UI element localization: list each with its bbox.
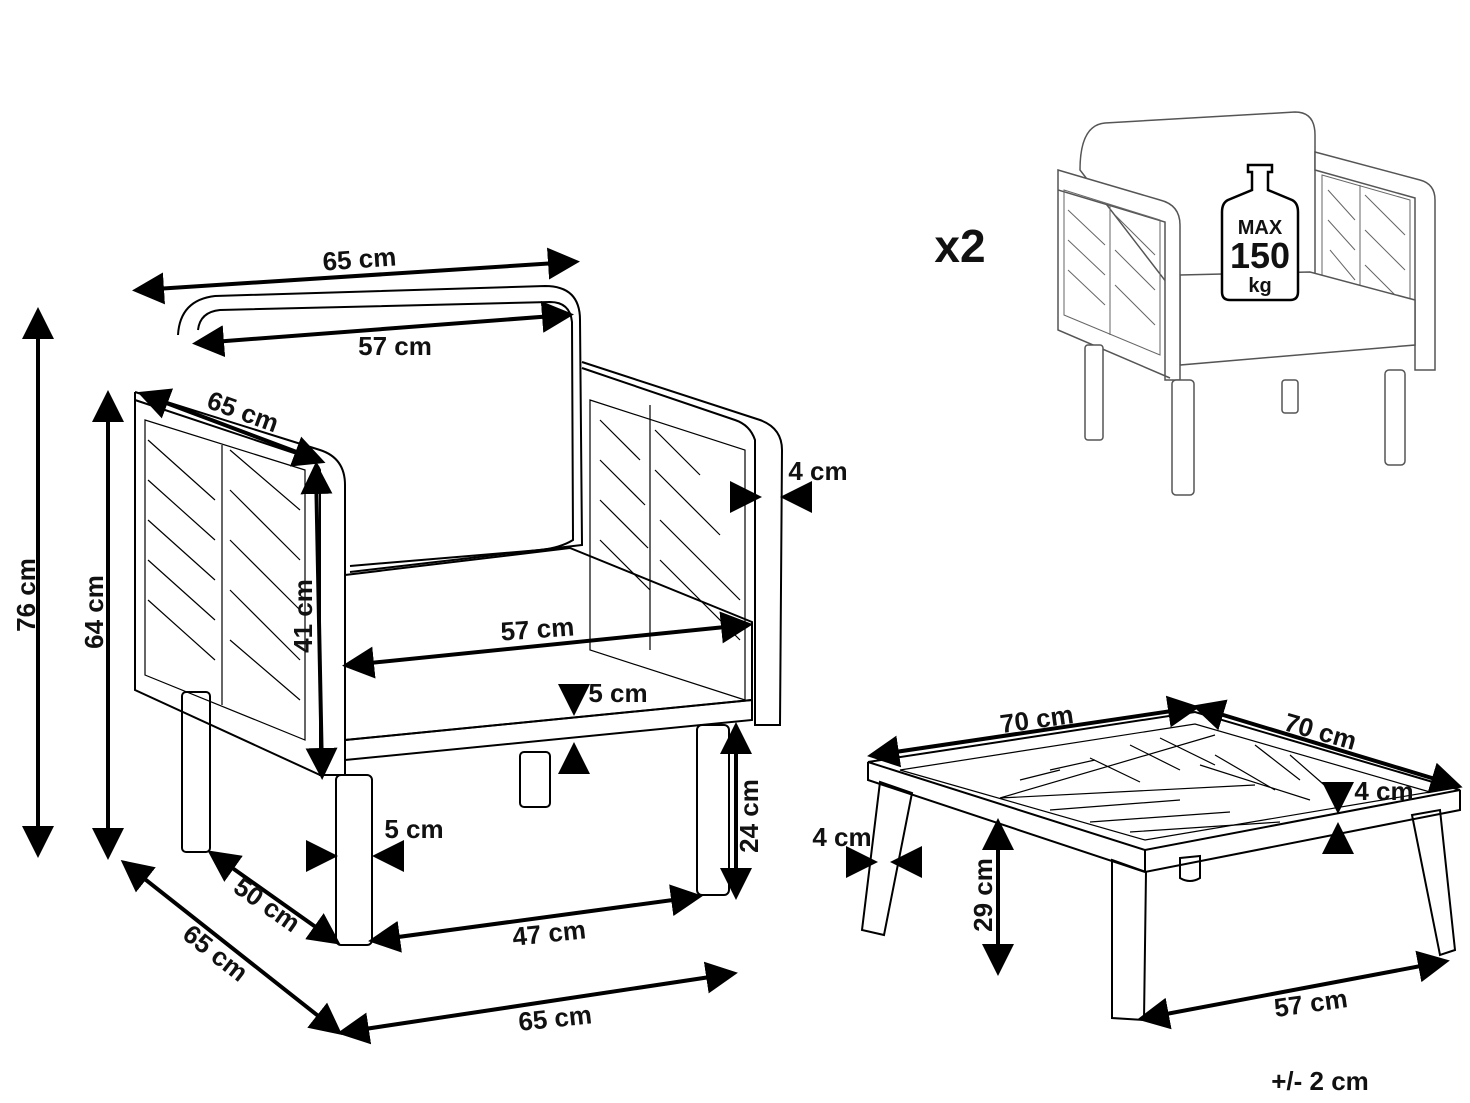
left-arm-inlay bbox=[144, 419, 306, 741]
left-arm-panel bbox=[134, 392, 321, 776]
label-table-height: 29 cm bbox=[968, 858, 998, 932]
leg-front-right bbox=[696, 724, 730, 896]
label-total-height: 76 cm bbox=[11, 558, 41, 632]
preview-leg-3 bbox=[1281, 379, 1299, 414]
leg-back-right bbox=[519, 751, 551, 808]
leg-back-left bbox=[181, 691, 211, 853]
label-arm-thickness: 4 cm bbox=[788, 456, 847, 486]
label-total-width: 65 cm bbox=[517, 999, 593, 1037]
label-back-width: 57 cm bbox=[358, 331, 432, 361]
table-leg-left bbox=[860, 780, 914, 937]
label-table-top-thickness: 4 cm bbox=[1354, 776, 1413, 806]
label-arm-height: 64 cm bbox=[79, 575, 109, 649]
label-leg-span: 47 cm bbox=[511, 914, 587, 952]
preview-armchair: MAX 150 kg bbox=[1057, 111, 1436, 496]
label-arm-height-inner: 41 cm bbox=[288, 579, 318, 653]
label-table-leg-span: 57 cm bbox=[1272, 983, 1349, 1023]
label-total-depth: 65 cm bbox=[177, 918, 254, 987]
table-dimension-lines bbox=[846, 695, 1463, 1030]
quantity-label: x2 bbox=[934, 220, 985, 272]
table-dimension-labels: 70 cm 70 cm 4 cm 4 cm 29 cm 57 cm bbox=[812, 699, 1413, 1023]
weight-unit: kg bbox=[1248, 275, 1271, 297]
weight-max-label: MAX bbox=[1238, 217, 1283, 239]
table-leg-right bbox=[1410, 808, 1457, 957]
table-leg-front bbox=[1111, 858, 1148, 1022]
label-table-leg-thickness: 4 cm bbox=[812, 822, 871, 852]
weight-value: 150 bbox=[1230, 235, 1290, 276]
chair-dimension-lines bbox=[22, 247, 812, 1045]
chair-dimension-labels: 65 cm 57 cm 65 cm 4 cm 41 cm 57 cm 5 cm … bbox=[11, 241, 848, 1036]
label-seat-width: 57 cm bbox=[500, 611, 576, 646]
preview-leg-2 bbox=[1171, 379, 1195, 496]
right-arm-panel bbox=[581, 361, 784, 726]
label-cushion-thickness: 5 cm bbox=[588, 678, 647, 708]
label-seat-depth: 50 cm bbox=[228, 871, 306, 938]
label-arm-width: 65 cm bbox=[322, 241, 398, 276]
right-arm-inlay bbox=[589, 399, 746, 701]
armchair-drawing bbox=[134, 284, 784, 946]
preview-leg-4 bbox=[1384, 369, 1406, 466]
weight-icon: MAX 150 kg bbox=[1220, 163, 1300, 302]
leg-front-left bbox=[335, 774, 373, 946]
label-leg-height: 24 cm bbox=[734, 779, 764, 853]
preview-left-arm bbox=[1057, 168, 1181, 381]
tolerance-note: +/- 2 cm bbox=[1271, 1066, 1369, 1096]
seat-frame bbox=[344, 698, 753, 761]
table-leg-back bbox=[1179, 854, 1201, 882]
preview-leg-1 bbox=[1084, 344, 1104, 441]
label-leg-width: 5 cm bbox=[384, 814, 443, 844]
